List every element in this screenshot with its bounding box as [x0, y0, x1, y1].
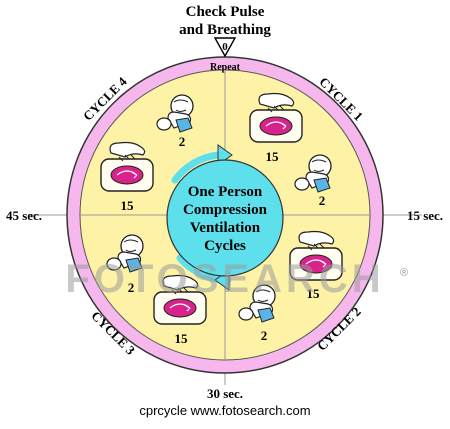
q1-compress-count: 15 — [266, 149, 280, 164]
center-line-4: Cycles — [204, 238, 246, 254]
time-left: 45 sec. — [6, 208, 42, 223]
footer-caption: cprcycle www.fotosearch.com — [139, 403, 311, 418]
center-line-3: Ventilation — [190, 220, 261, 236]
start-zero: 0 — [222, 41, 228, 53]
center-line-2: Compression — [183, 202, 268, 218]
header-line-1: Check Pulse — [186, 4, 265, 20]
center-disc — [166, 159, 284, 277]
header-line-2: and Breathing — [179, 22, 271, 38]
q3-compress-count: 15 — [175, 331, 189, 346]
repeat-label: Repeat — [210, 62, 241, 73]
q1-breathe-count: 2 — [319, 193, 326, 208]
time-right: 15 sec. — [407, 208, 443, 223]
watermark: FOTOSEARCH — [65, 257, 384, 301]
start-marker — [213, 37, 237, 58]
center-line-1: One Person — [188, 184, 263, 200]
watermark-registered-mark: ® — [400, 267, 408, 279]
q2-breathe-count: 2 — [261, 328, 268, 343]
q2-compress-count: 15 — [307, 286, 321, 301]
q3-breathe-count: 2 — [128, 280, 135, 295]
time-bottom: 30 sec. — [207, 386, 243, 401]
q4-compress-count: 15 — [121, 198, 135, 213]
q4-breathe-count: 2 — [179, 134, 186, 149]
